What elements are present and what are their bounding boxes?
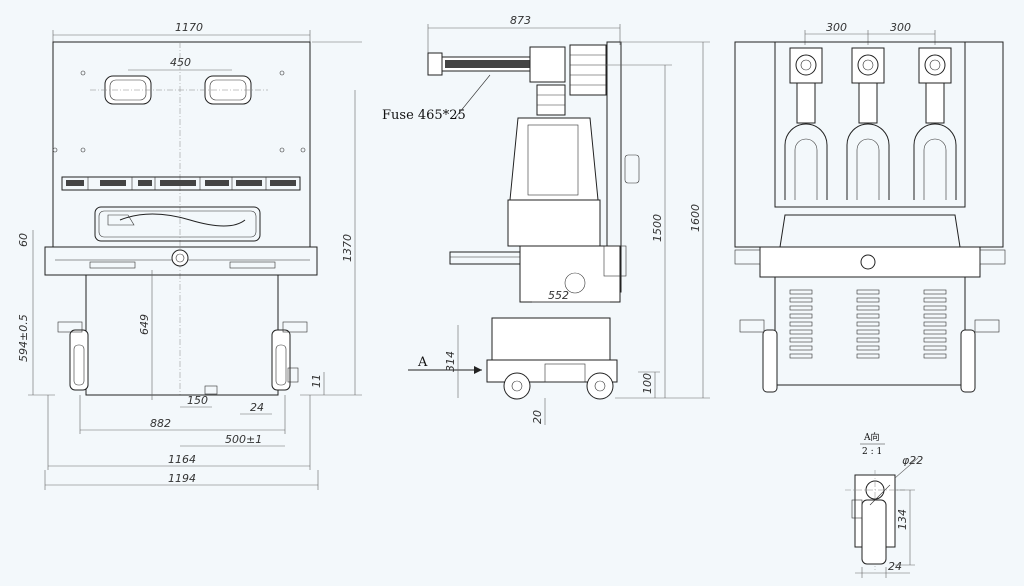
pole-housing <box>509 117 599 201</box>
dim-1164: 1164 <box>168 453 196 466</box>
dim-60: 60 <box>17 233 30 247</box>
mechanism-box <box>507 199 601 247</box>
dim-873: 873 <box>510 14 531 27</box>
rear-pole-2 <box>846 47 890 200</box>
dim-1194: 1194 <box>168 472 196 485</box>
side-view: 873 Fuse 465*25 552 <box>382 14 710 425</box>
dim-pitch-right: 300 <box>890 21 911 34</box>
dim-649: 649 <box>138 314 151 335</box>
dim-150: 150 <box>187 394 208 407</box>
top-insulator <box>569 44 607 96</box>
detail-height: 134 <box>896 509 909 530</box>
detail-width: 24 <box>888 560 902 573</box>
dim-11: 11 <box>310 374 323 388</box>
dim-1500: 1500 <box>651 214 664 242</box>
racking-handle-socket <box>171 249 189 267</box>
rear-truck-body <box>774 276 966 386</box>
rear-wheel-left <box>762 329 778 393</box>
dim-24: 24 <box>250 401 264 414</box>
dim-450: 450 <box>170 56 191 69</box>
rear-view: 300 300 <box>734 21 1006 393</box>
dim-100: 100 <box>641 373 654 394</box>
side-wheel-left <box>503 372 531 400</box>
rear-pole-3 <box>913 47 957 200</box>
front-truck-body <box>85 274 279 396</box>
side-wheel-right <box>586 372 614 400</box>
front-wheel-right <box>271 329 291 391</box>
rear-wheel-right <box>960 329 976 393</box>
nameplate-strip <box>61 176 301 191</box>
dim-882: 882 <box>150 417 171 430</box>
fuse-bracket <box>529 46 566 83</box>
mid-insulator <box>536 84 566 116</box>
dim-594: 594±0.5 <box>17 314 30 362</box>
rear-pole-1 <box>784 47 828 200</box>
dim-1170: 1170 <box>175 21 203 34</box>
side-truck <box>491 317 611 361</box>
detail-title: A向 <box>863 431 880 443</box>
view-arrow-label: A <box>417 355 428 370</box>
front-panel <box>52 41 311 248</box>
dim-1370: 1370 <box>341 234 354 262</box>
dim-552: 552 <box>548 289 569 302</box>
detail-wheel <box>861 499 887 565</box>
fuse-label: Fuse 465*25 <box>382 108 466 123</box>
detail-view-a: A向 2 : 1 φ22 134 24 <box>845 431 923 578</box>
front-view: 1170 450 <box>17 21 362 490</box>
dim-pitch-left: 300 <box>826 21 847 34</box>
detail-diameter: φ22 <box>902 454 923 467</box>
dim-1600: 1600 <box>689 204 702 232</box>
dim-314: 314 <box>444 351 457 372</box>
dim-20: 20 <box>531 410 544 424</box>
detail-scale: 2 : 1 <box>862 447 882 457</box>
front-wheel-left <box>69 329 89 391</box>
cable-slot <box>94 206 261 242</box>
dim-500: 500±1 <box>225 433 262 446</box>
